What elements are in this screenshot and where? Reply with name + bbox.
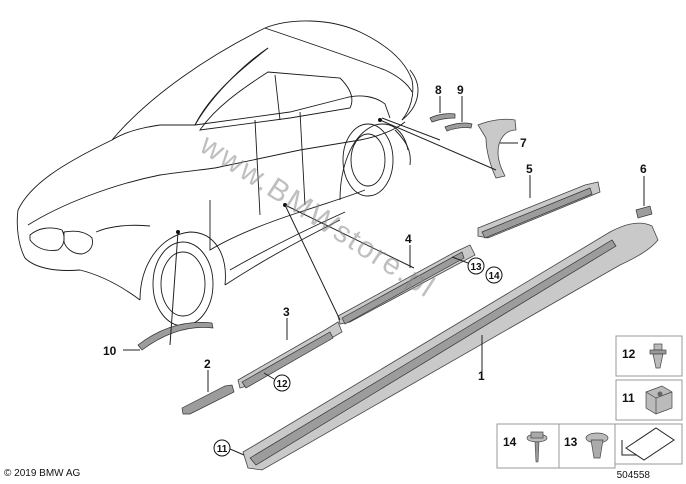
circled-ref-11: 11 [213,439,231,457]
fastener-box-14-label: 14 [503,435,517,449]
strip-8-part [429,113,456,123]
diagram-id: 504558 [617,470,651,481]
label-part-6: 6 [640,162,647,176]
label-part-2: 2 [204,357,211,371]
label-part-3: 3 [283,305,290,319]
arrow-icon [621,427,675,461]
screw-14-icon [526,431,548,463]
circled-ref-13: 13 [467,257,485,275]
fastener-box-13: 13 [558,423,616,469]
label-part-9: 9 [457,83,464,97]
clip-13-icon [585,432,609,459]
nut-11-icon [645,385,673,415]
watermark: www.BMWstore.pl [193,128,441,305]
fastener-box-12-label: 12 [622,347,636,361]
circled-ref-11-text: 11 [217,444,228,455]
label-part-5: 5 [526,162,533,176]
fastener-box-11: 11 [615,379,683,421]
label-part-7: 7 [520,136,527,150]
copyright-text: © 2019 BMW AG [4,468,81,479]
arch-piece-7-part [477,118,517,179]
circled-ref-12: 12 [273,374,291,392]
circled-ref-14-text: 14 [488,271,500,282]
circled-ref-12-text: 12 [276,379,288,390]
end-cap-part [635,205,653,219]
direction-arrow-box [614,423,683,465]
fastener-box-14: 14 [496,423,560,469]
label-part-10: 10 [103,344,117,358]
circled-ref-13-text: 13 [470,262,482,273]
strip-9-part [444,122,473,132]
bracket-2-part [181,384,235,415]
car-illustration [16,20,419,327]
fastener-box-12: 12 [615,335,683,377]
fastener-box-13-label: 13 [564,435,578,449]
circled-ref-14: 14 [485,266,503,284]
label-part-1: 1 [478,369,485,383]
label-part-8: 8 [435,83,442,97]
clip-12-icon [649,343,667,369]
leader-lines [123,96,645,456]
label-part-4: 4 [405,232,412,246]
fastener-box-11-label: 11 [622,391,635,405]
arch-strip-part [137,322,214,351]
